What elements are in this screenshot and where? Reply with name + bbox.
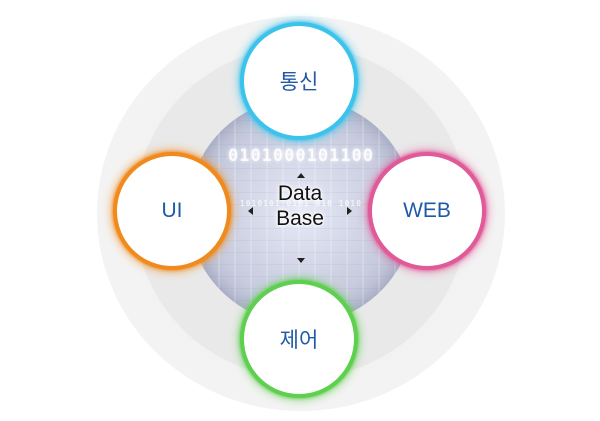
database-label: Data Base: [245, 181, 355, 231]
arrow-down-icon: [297, 258, 305, 263]
arrow-up-icon: [297, 173, 305, 178]
node-communication[interactable]: 통신: [240, 22, 358, 140]
node-web-label: WEB: [403, 199, 451, 222]
node-ui-label: UI: [161, 199, 183, 222]
arrow-right-icon: [347, 207, 352, 215]
binary-strip-bottom: 1010101 0101 010 1010: [239, 199, 363, 208]
node-ui[interactable]: UI: [113, 152, 231, 270]
binary-strip-top: 0101000101100: [227, 146, 375, 166]
node-communication-label: 통신: [279, 71, 319, 94]
node-web[interactable]: WEB: [368, 152, 486, 270]
database-label-line1: Data: [277, 182, 323, 205]
arrow-left-icon: [248, 207, 253, 215]
database-label-line2: Base: [276, 207, 324, 230]
node-control[interactable]: 제어: [240, 280, 358, 398]
node-control-label: 제어: [279, 329, 319, 352]
